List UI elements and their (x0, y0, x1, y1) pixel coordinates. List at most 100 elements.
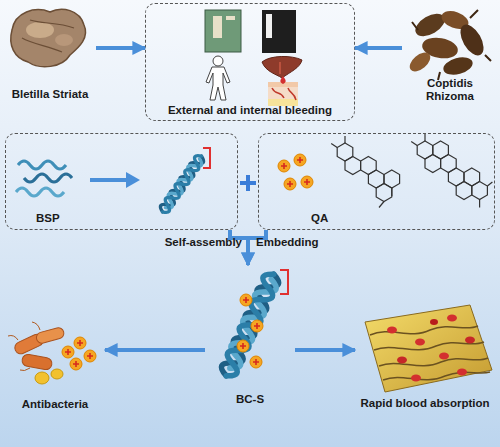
node-label: Bletilla Striata (12, 88, 89, 101)
human-figure (213, 56, 223, 66)
chemical-structure (345, 157, 361, 175)
polysaccharide-chains (18, 161, 66, 169)
bacteria-illustration (51, 369, 63, 379)
chemical-structure (331, 136, 392, 208)
book-illustration (205, 10, 296, 53)
effect-node: Antibacteria (5, 318, 105, 415)
coptidis-rhizome (406, 49, 433, 75)
alkaloid-ions (278, 160, 290, 172)
edge-label: Embedding (256, 236, 319, 249)
bcs-helix (240, 294, 252, 306)
bacteria-illustration (8, 322, 96, 384)
alkaloid-ions (278, 154, 313, 190)
node-label: QA (311, 212, 328, 225)
bacteria-illustration (84, 350, 96, 362)
herb-node: Coptidis Rhizoma (402, 3, 498, 105)
sponge-illustration (387, 327, 397, 334)
human-figure (206, 67, 230, 100)
component-box: QA (258, 133, 495, 230)
coptidis-rhizome (456, 21, 489, 59)
node-label: Rapid blood absorption (360, 397, 489, 410)
node-label: Antibacteria (22, 398, 88, 411)
polysaccharide-chains (16, 161, 72, 196)
flow-arrow (295, 348, 355, 352)
liver-illustration (279, 62, 281, 74)
human-figure (206, 56, 230, 100)
coptidis-rhizome (406, 8, 491, 80)
sponge-illustration (411, 375, 421, 382)
chemical-structure (411, 134, 492, 208)
bcs-helix (237, 340, 249, 352)
bacteria-illustration (35, 327, 65, 345)
process-arrow (90, 178, 128, 182)
flow-arrow (105, 348, 205, 352)
liver-illustration (262, 56, 302, 78)
bcs-helix (251, 320, 263, 332)
bletilla-tuber (55, 34, 73, 46)
sponge-illustration (365, 305, 492, 392)
bletilla-tuber (22, 20, 74, 52)
sponge-illustration (370, 326, 490, 380)
sponge-illustration (439, 353, 449, 360)
bletilla-tuber (11, 9, 86, 66)
sponge-illustration (365, 305, 492, 392)
liver-illustration (262, 56, 302, 78)
alkaloid-ions (284, 178, 296, 190)
bletilla-tuber (11, 9, 86, 66)
flow-arrow (355, 46, 402, 50)
polysaccharide-chains (16, 188, 64, 196)
node-label: BSP (36, 212, 60, 225)
flow-arrow (96, 46, 145, 50)
bacteria-illustration (21, 353, 53, 370)
bletilla-tuber (26, 22, 54, 38)
bcs-helix (219, 271, 282, 380)
skin-section (268, 87, 298, 99)
book-illustration (205, 10, 241, 52)
bacteria-illustration (62, 346, 74, 358)
bacteria-illustration (74, 337, 86, 349)
product-node: BC-S (205, 265, 295, 410)
herb-node: Bletilla Striata (4, 3, 96, 103)
plus-symbol (240, 175, 256, 191)
bsp-helix (158, 148, 210, 215)
bcs-helix (280, 270, 288, 294)
sponge-illustration (465, 337, 475, 344)
skin-section (280, 76, 285, 84)
chemical-structure (456, 182, 472, 200)
book-illustration (213, 16, 222, 38)
sponge-illustration (447, 315, 457, 322)
skin-section (272, 88, 296, 100)
process-arrow (126, 172, 140, 188)
skin-section (268, 76, 298, 106)
sponge-illustration (430, 319, 438, 325)
alkaloid-ions (301, 176, 313, 188)
chemical-structure (331, 134, 492, 208)
component-box: BSP (5, 133, 238, 230)
bsp-helix (158, 153, 205, 215)
sponge-illustration (457, 369, 467, 376)
node-label: Coptidis Rhizoma (402, 77, 498, 103)
outcome-box: External and internal bleeding (145, 3, 355, 121)
sponge-illustration (415, 339, 425, 346)
edge-label: Self-assembly (165, 236, 242, 249)
chemical-structure (425, 155, 441, 173)
coptidis-rhizome (441, 54, 474, 77)
effect-node: Rapid blood absorption (355, 300, 495, 412)
process-arrow (90, 172, 140, 188)
node-label: BC-S (236, 393, 264, 406)
bacteria-illustration (35, 372, 49, 384)
book-illustration (262, 10, 296, 53)
coptidis-rhizome (412, 10, 491, 80)
node-label: External and internal bleeding (168, 104, 332, 117)
bcs-helix (219, 270, 288, 379)
book-illustration (266, 14, 272, 38)
chemical-structure (472, 182, 488, 200)
bcs-helix (250, 356, 262, 368)
bacteria-illustration (70, 358, 82, 370)
polysaccharide-chains (24, 174, 72, 182)
book-illustration (226, 16, 235, 20)
